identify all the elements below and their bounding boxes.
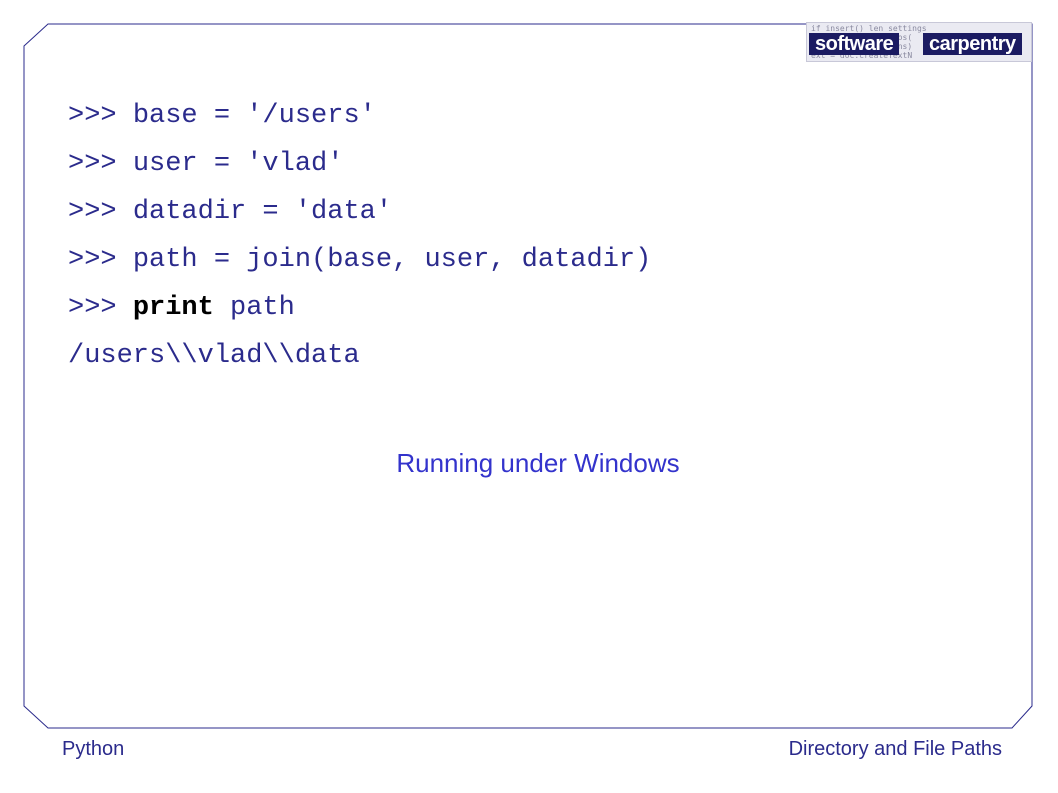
code-block: >>> base = '/users' >>> user = 'vlad' >>… [68,92,651,380]
logo-word-carpentry: carpentry [923,33,1022,55]
footer-lecture-title: Directory and File Paths [788,738,1002,760]
footer-course-title: Python [62,738,125,760]
prompt: >>> [68,149,133,179]
code-text: datadir = 'data' [132,197,393,227]
prompt: >>> [68,293,133,323]
code-line: >>> path = join(base, user, datadir) [68,236,651,284]
print-keyword: print [132,293,214,323]
code-output: /users\\vlad\\data [68,332,651,380]
code-line: >>> datadir = 'data' [68,188,651,236]
code-text: path = join(base, user, datadir) [132,245,652,275]
output-text: /users\\vlad\\data [68,341,360,371]
software-carpentry-logo: if insert() len settings new = get_args(… [806,22,1032,62]
code-text: base = '/users' [132,101,376,131]
prompt: >>> [68,245,133,275]
prompt: >>> [68,101,133,131]
code-text: path [213,293,295,323]
logo-word-software: software [809,33,900,55]
caption: Running under Windows [396,448,680,478]
code-line: >>> user = 'vlad' [68,140,651,188]
code-line: >>> print path [68,284,651,332]
prompt: >>> [68,197,133,227]
code-line: >>> base = '/users' [68,92,651,140]
code-text: user = 'vlad' [132,149,344,179]
